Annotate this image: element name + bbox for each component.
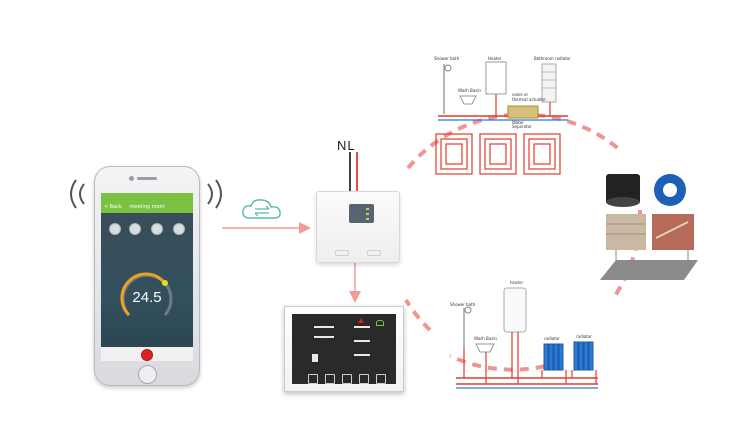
label-heater: Heater — [488, 56, 502, 61]
thermostat-button[interactable] — [359, 374, 369, 384]
heating-materials — [598, 168, 700, 284]
segment-display — [354, 326, 370, 328]
segment-display — [312, 354, 318, 362]
thermostat-button[interactable] — [376, 374, 386, 384]
wifi-waves-icon — [70, 179, 85, 209]
status-led — [366, 208, 369, 210]
floor-heating-drawing — [435, 61, 568, 175]
wifi-icon — [376, 320, 384, 326]
label-shower-bath: Shower bath — [434, 56, 460, 61]
phone-camera — [129, 176, 134, 181]
nl-label: NL — [337, 138, 356, 153]
segment-display — [314, 336, 334, 338]
room-title: meeting room — [129, 204, 165, 210]
label-water: Water — [512, 120, 524, 125]
thermostat-button[interactable] — [308, 374, 318, 384]
back-link[interactable]: < Back — [104, 204, 122, 210]
power-icon[interactable] — [141, 349, 153, 361]
label-wash-basin: Wash Basin — [474, 336, 497, 341]
thermostat-button[interactable] — [342, 374, 352, 384]
label-radiator: radiator — [576, 334, 592, 339]
floor-heating-schematic: Shower bath Heater Bathroom radiator Was… — [430, 54, 575, 182]
wall-thermostat — [284, 306, 404, 392]
mode-icon[interactable] — [173, 223, 185, 235]
app-bar: < Back meeting room — [101, 201, 193, 213]
smartphone: < Back meeting room 24.5 — [94, 166, 200, 386]
heating-indicator-icon — [358, 318, 364, 323]
mode-icon[interactable] — [151, 223, 163, 235]
temperature-readout: 24.5 — [132, 289, 162, 306]
segment-display — [354, 340, 370, 342]
segment-display — [354, 354, 370, 356]
status-led — [366, 213, 369, 215]
label-radiator: radiator — [544, 336, 560, 341]
label-wash-basin: Wash Basin — [458, 88, 481, 93]
gateway-controller — [316, 191, 400, 263]
home-button[interactable] — [138, 365, 157, 384]
segment-display — [314, 326, 334, 328]
label-heater: heater — [510, 280, 524, 285]
radiator-heating-schematic: heater Shower bath Wash Basin radiator r… — [446, 278, 606, 394]
materials-drawing — [600, 174, 698, 280]
thermostat-button[interactable] — [325, 374, 335, 384]
thermostat-screen — [292, 314, 396, 384]
mode-icon[interactable] — [129, 223, 141, 235]
status-bar — [101, 193, 193, 201]
cloud-sync-icon — [242, 199, 281, 219]
phone-speaker — [137, 177, 157, 180]
mode-icon[interactable] — [109, 223, 121, 235]
temperature-dial[interactable] — [119, 271, 175, 327]
controller-led-panel — [349, 204, 374, 223]
label-separator: Separator — [512, 124, 532, 129]
controller-foot — [367, 250, 381, 256]
status-led — [366, 218, 369, 220]
label-shower-bath: Shower bath — [450, 302, 476, 307]
controller-foot — [335, 250, 349, 256]
label-bathroom-radiator: Bathroom radiator — [534, 56, 571, 61]
room-background — [101, 213, 193, 361]
wifi-waves-icon — [207, 179, 222, 209]
label-actuator: thermal actuator — [512, 97, 546, 102]
label-valve: valve or — [512, 92, 529, 97]
radiator-drawing — [456, 287, 598, 389]
phone-screen: < Back meeting room 24.5 — [101, 193, 193, 361]
